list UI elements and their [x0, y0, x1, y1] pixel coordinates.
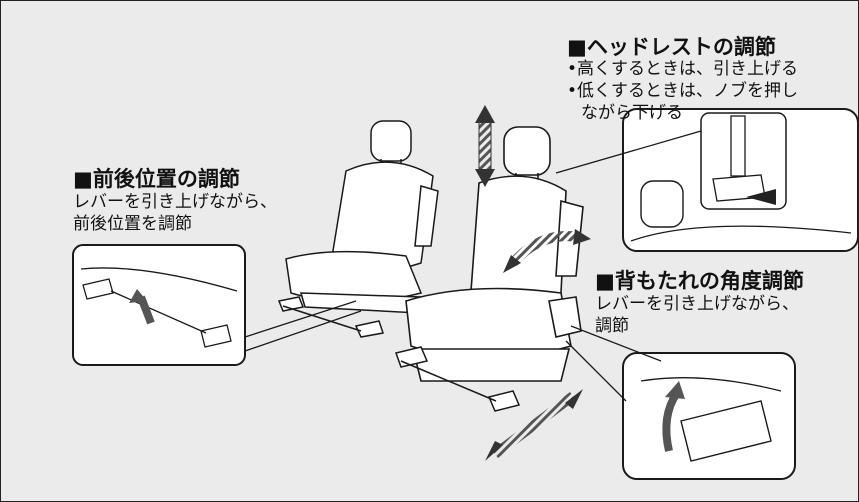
- recline-arrow: [503, 229, 591, 273]
- headrest-instruction-1: •高くするときは、引き上げる: [567, 59, 799, 79]
- slide-instruction-2: 前後位置を調節: [73, 214, 192, 234]
- recline-instruction-1: レバーを引き上げながら、: [595, 294, 799, 314]
- recline-section-title: ■背もたれの角度調節: [595, 269, 804, 293]
- front-seat-headrest: [503, 126, 551, 176]
- front-seat-cushion: [405, 287, 572, 360]
- headrest-knob-inset: [555, 108, 858, 252]
- slide-section-title: ■前後位置の調節: [73, 167, 240, 191]
- recline-instruction-2: 調節: [595, 316, 629, 336]
- slide-arrow: [485, 389, 583, 461]
- recline-lever-inset: [565, 325, 796, 480]
- front-seat: [405, 126, 584, 382]
- headrest-section-title: ■ヘッドレストの調節: [567, 35, 776, 59]
- slide-instruction-1: レバーを引き上げながら、: [73, 192, 277, 212]
- rear-seat-headrest: [370, 120, 412, 162]
- rear-seat-rails: [277, 296, 384, 338]
- headrest-instruction-3: ながら下げる: [581, 103, 683, 123]
- rear-seat: [285, 120, 439, 314]
- headrest-updown-arrow: [475, 105, 495, 187]
- headrest-instruction-2: •低くするときは、ノブを押し: [567, 81, 799, 101]
- rear-seat-armrest: [414, 185, 439, 247]
- front-seat-rails: [395, 346, 521, 412]
- slide-lever-inset: [72, 244, 362, 366]
